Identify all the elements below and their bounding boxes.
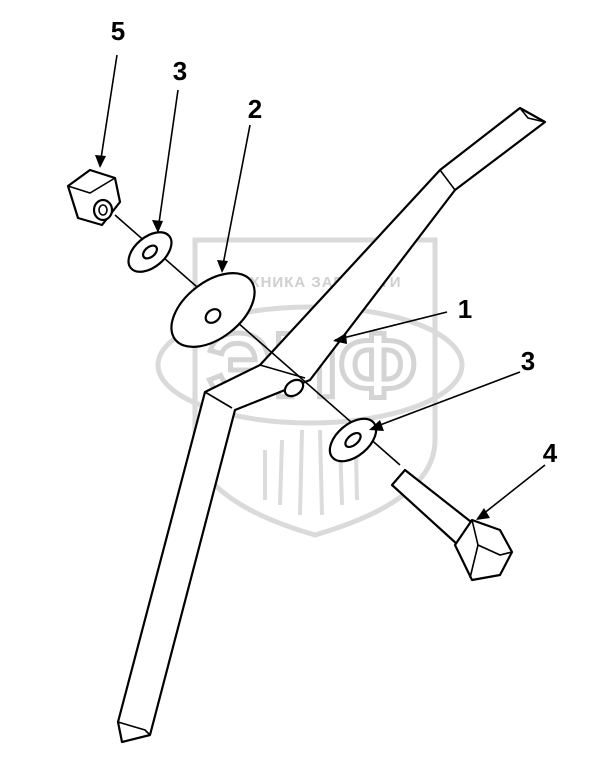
leader-3-top [157, 89, 179, 231]
bolt [390, 468, 514, 582]
nut [66, 168, 122, 227]
watermark-oval [155, 304, 465, 426]
washer-bottom [328, 417, 378, 463]
callout-3-top: 3 [173, 56, 187, 86]
washer-top [127, 231, 173, 273]
leader-5 [99, 54, 118, 166]
arrowheads [95, 155, 490, 520]
lever-hole [283, 378, 305, 398]
lever [116, 106, 547, 744]
leader-3-bottom [371, 371, 521, 429]
leader-4 [477, 464, 546, 519]
callout-3-bottom: 3 [521, 346, 535, 376]
spacer [170, 272, 256, 348]
callout-1: 1 [458, 294, 472, 324]
callout-2: 2 [248, 94, 262, 124]
leader-1 [334, 311, 448, 341]
callout-5: 5 [111, 16, 125, 46]
leader-2 [221, 124, 251, 271]
callout-4: 4 [543, 438, 558, 468]
